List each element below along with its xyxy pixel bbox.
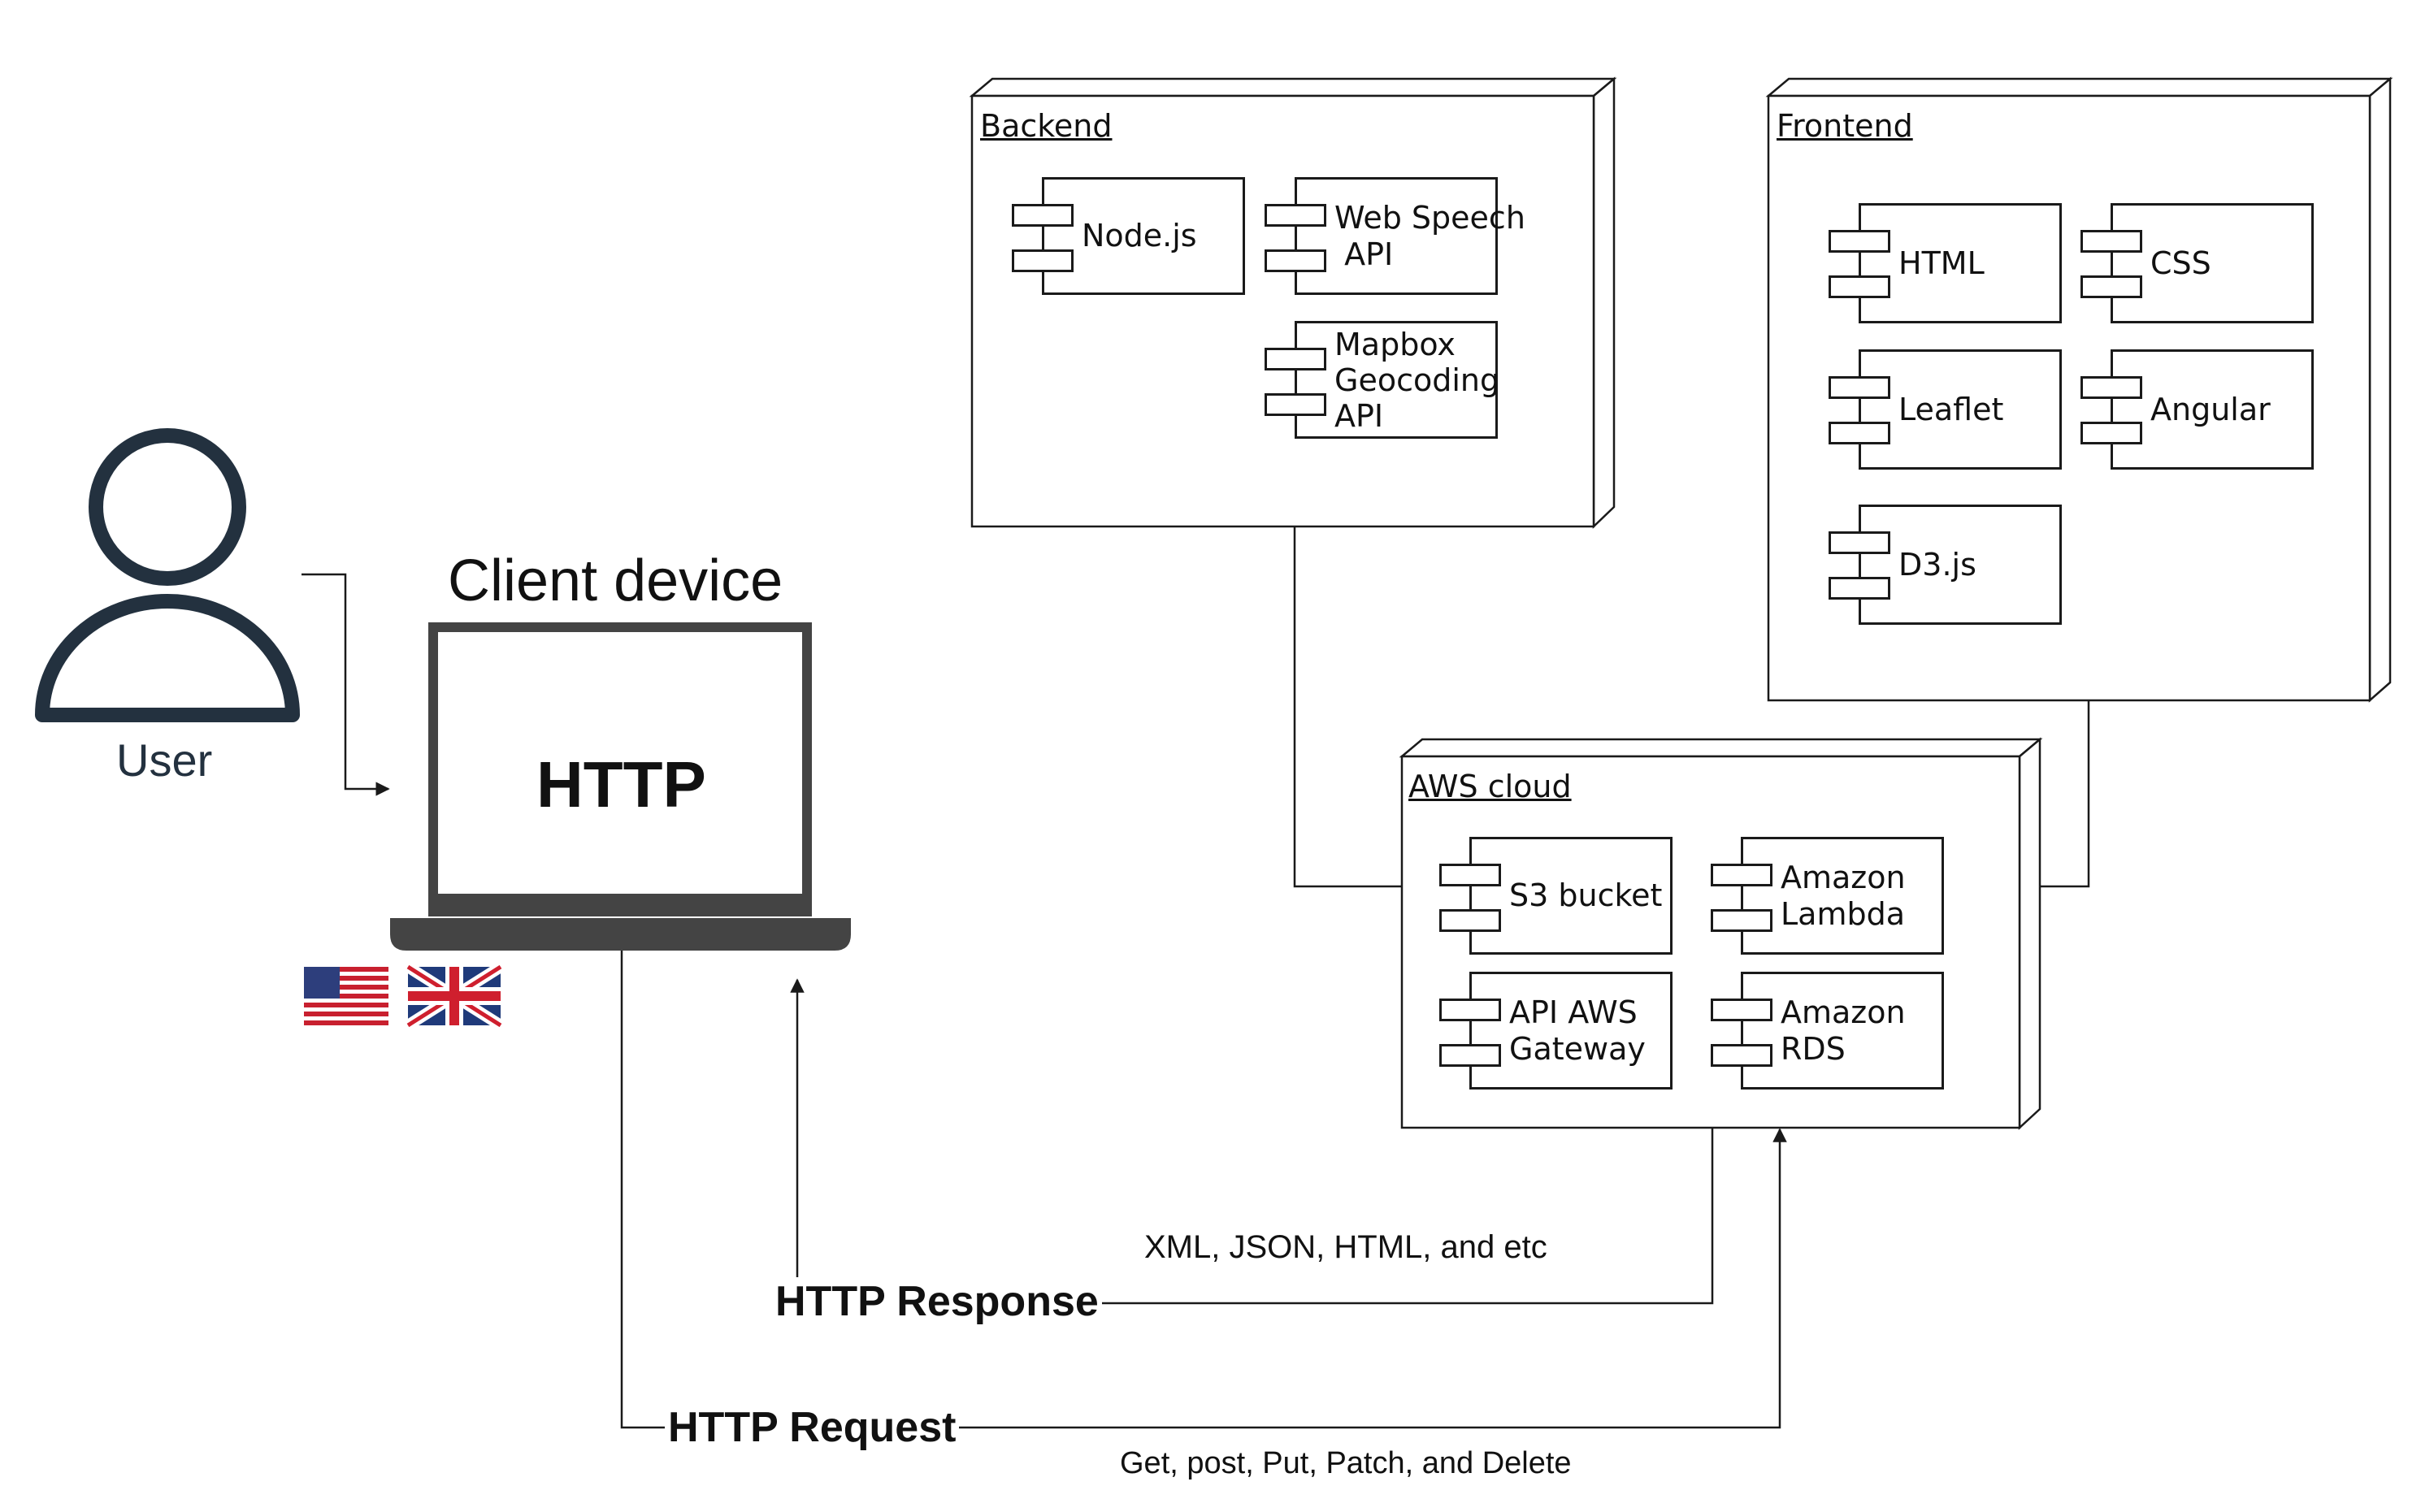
component-s3-bucket: S3 bucket xyxy=(1439,837,1673,955)
http-request-line-right xyxy=(954,1128,1787,1429)
request-methods-label: Get, post, Put, Patch, and Delete xyxy=(1120,1446,1572,1480)
component-d3js: D3.js xyxy=(1829,505,2062,625)
user-to-client-arrow xyxy=(302,573,390,796)
component-label: HTML xyxy=(1898,245,1985,281)
http-response-line xyxy=(1100,1128,1714,1305)
component-nodejs: Node.js xyxy=(1012,177,1245,295)
uk-flag-icon xyxy=(405,962,504,1030)
component-label: S3 bucket xyxy=(1509,877,1663,913)
client-device-title: Client device xyxy=(448,548,783,613)
component-angular: Angular xyxy=(2080,349,2314,470)
frontend-title: Frontend xyxy=(1777,108,1913,144)
component-leaflet: Leaflet xyxy=(1829,349,2062,470)
component-label: Angular xyxy=(2150,391,2271,427)
component-amazon-rds: Amazon RDS xyxy=(1711,972,1944,1090)
aws-title: AWS cloud xyxy=(1408,769,1572,804)
user-label: User xyxy=(116,734,213,786)
laptop-icon xyxy=(390,622,851,951)
component-html: HTML xyxy=(1829,203,2062,323)
component-label: Mapbox Geocoding API xyxy=(1334,326,1500,434)
component-label: Amazon Lambda xyxy=(1781,859,1906,932)
component-label: API AWS Gateway xyxy=(1509,994,1646,1067)
backend-title: Backend xyxy=(980,108,1113,144)
backend-node xyxy=(969,76,1617,529)
backend-to-aws-line xyxy=(1293,526,1402,888)
component-label: Node.js xyxy=(1082,218,1197,253)
response-formats-label: XML, JSON, HTML, and etc xyxy=(1144,1229,1547,1265)
user-icon xyxy=(35,428,300,722)
component-amazon-lambda: Amazon Lambda xyxy=(1711,837,1944,955)
http-request-line-left xyxy=(620,951,665,1429)
http-response-label: HTTP Response xyxy=(772,1277,1102,1326)
component-label: CSS xyxy=(2150,245,2211,281)
component-label: Web Speech API xyxy=(1334,199,1525,272)
us-flag-icon xyxy=(304,967,388,1025)
component-web-speech-api: Web Speech API xyxy=(1265,177,1525,295)
frontend-to-aws-line xyxy=(2040,700,2090,888)
component-label: D3.js xyxy=(1898,546,1976,583)
component-label: Leaflet xyxy=(1898,391,2004,427)
component-api-aws-gateway: API AWS Gateway xyxy=(1439,972,1673,1090)
component-css: CSS xyxy=(2080,203,2314,323)
http-request-label: HTTP Request xyxy=(665,1403,960,1452)
component-mapbox-geocoding-api: Mapbox Geocoding API xyxy=(1265,321,1500,439)
component-label: Amazon RDS xyxy=(1781,994,1906,1067)
client-screen-text: HTTP xyxy=(536,748,706,821)
